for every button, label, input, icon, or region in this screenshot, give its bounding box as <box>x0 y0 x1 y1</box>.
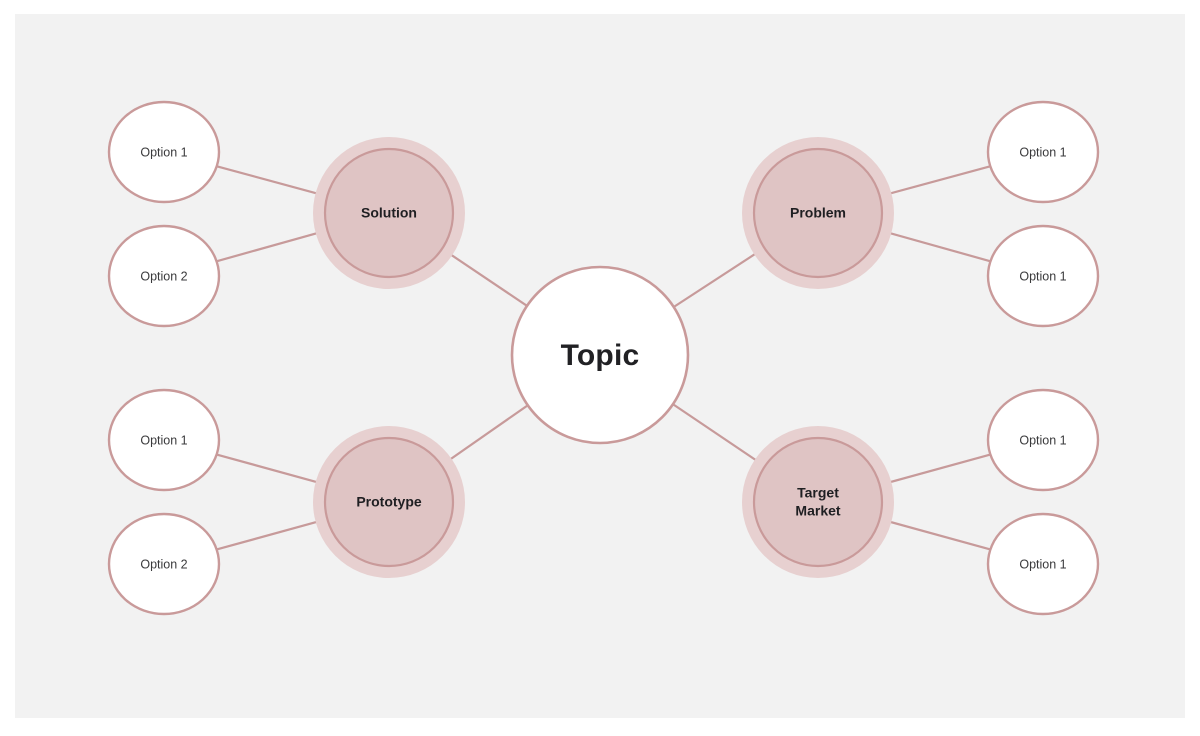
leaf-shape[interactable] <box>986 224 1100 328</box>
leaf-shape[interactable] <box>986 100 1100 204</box>
leaf-label: Option 2 <box>140 269 187 283</box>
leaf-node-problem-leaf-2[interactable]: Option 1 <box>986 224 1100 328</box>
leaf-node-solution-leaf-2[interactable]: Option 2 <box>107 224 221 328</box>
leaf-node-target-market-leaf-2[interactable]: Option 1 <box>986 512 1100 616</box>
branch-shape[interactable] <box>752 147 884 279</box>
leaf-shape[interactable] <box>107 512 221 616</box>
leaf-node-solution-leaf-1[interactable]: Option 1 <box>107 100 221 204</box>
connector-problem-to-leaf-1 <box>875 163 996 199</box>
branch-label: Target <box>797 485 839 501</box>
branch-node-problem[interactable]: Problem <box>742 137 894 289</box>
connector-prototype-to-leaf-2 <box>210 516 332 553</box>
branch-label: Prototype <box>356 494 422 510</box>
leaf-shape[interactable] <box>107 388 221 492</box>
branch-node-prototype[interactable]: Prototype <box>313 426 465 578</box>
leaf-shape[interactable] <box>107 100 221 204</box>
connectors-layer <box>210 163 997 553</box>
connector-problem-to-leaf-2 <box>875 228 997 264</box>
connector-prototype-to-leaf-1 <box>210 451 332 488</box>
leaf-label: Option 1 <box>1019 145 1066 159</box>
leaf-shape[interactable] <box>107 224 221 328</box>
connector-center-to-prototype <box>435 396 540 470</box>
leaf-label: Option 2 <box>140 557 187 571</box>
leaf-label: Option 1 <box>1019 433 1066 447</box>
branch-shape[interactable] <box>323 436 455 568</box>
leaf-node-prototype-leaf-1[interactable]: Option 1 <box>107 388 221 492</box>
center-label: Topic <box>561 339 640 372</box>
branch-shape[interactable] <box>323 147 455 279</box>
leaf-shape[interactable] <box>986 512 1100 616</box>
connector-target-market-to-leaf-2 <box>875 516 997 553</box>
leaf-node-problem-leaf-1[interactable]: Option 1 <box>986 100 1100 204</box>
leaf-label: Option 1 <box>1019 269 1066 283</box>
leaf-label: Option 1 <box>140 433 187 447</box>
connector-solution-to-leaf-1 <box>211 163 332 199</box>
leaf-node-prototype-leaf-2[interactable]: Option 2 <box>107 512 221 616</box>
connector-center-to-solution <box>436 244 540 315</box>
branch-node-solution[interactable]: Solution <box>313 137 465 289</box>
center-node-topic[interactable]: Topic <box>510 265 690 445</box>
branch-shape[interactable] <box>752 436 884 568</box>
branch-label: Problem <box>790 205 846 221</box>
branch-label: Market <box>795 503 840 519</box>
connector-target-market-to-leaf-1 <box>875 451 997 488</box>
connector-solution-to-leaf-2 <box>210 228 332 264</box>
connector-center-to-problem <box>661 243 771 316</box>
nodes-layer: Option 1 Option 2 Option 1 Option 1 Option 1… <box>107 100 1100 616</box>
leaf-label: Option 1 <box>1019 557 1066 571</box>
leaf-shape[interactable] <box>986 388 1100 492</box>
center-shape[interactable] <box>510 265 690 445</box>
branch-label: Solution <box>361 205 417 221</box>
connector-center-to-target-market <box>660 395 771 471</box>
leaf-label: Option 1 <box>140 145 187 159</box>
leaf-node-target-market-leaf-1[interactable]: Option 1 <box>986 388 1100 492</box>
